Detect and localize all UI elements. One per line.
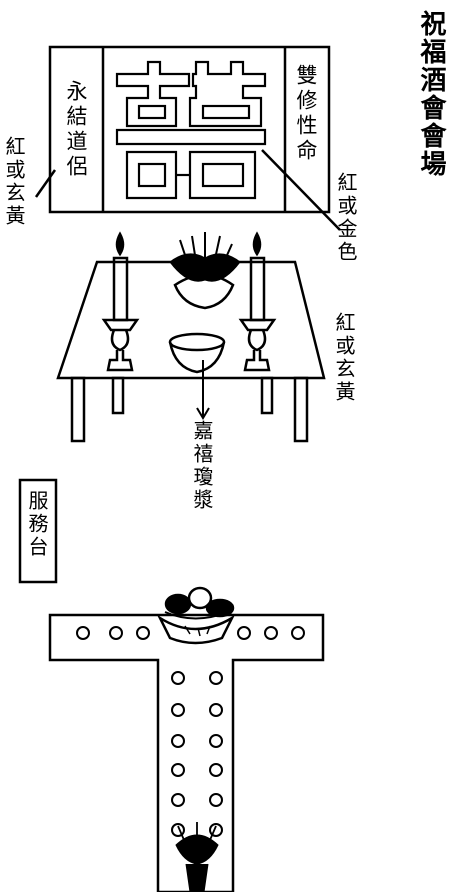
annotation-bowl-label: 嘉禧瓊漿 (190, 420, 214, 512)
seats-stem-columns (171, 671, 223, 837)
table-leg-front-right (293, 376, 309, 443)
seat (171, 734, 185, 748)
t-shaped-table (48, 613, 325, 892)
seat (171, 793, 185, 807)
seat (237, 626, 251, 640)
seat (209, 823, 223, 837)
seat (136, 626, 150, 640)
candle-right (238, 231, 277, 372)
candle-left (101, 231, 140, 372)
annotation-banner-left-color: 紅或玄黃 (2, 136, 26, 228)
t-table-outline (48, 613, 325, 892)
right-couplet: 雙修性命 (294, 64, 318, 164)
double-happiness-symbol (115, 60, 267, 200)
seat (209, 734, 223, 748)
leader-right-banner (261, 149, 341, 231)
seat (209, 671, 223, 685)
annotation-banner-right-color: 紅或金色 (334, 172, 358, 264)
seat (109, 626, 123, 640)
seat (209, 763, 223, 777)
service-counter-label: 服務台 (25, 490, 49, 559)
banner-frame (48, 45, 331, 214)
annotation-table-color: 紅或玄黃 (332, 312, 356, 404)
seat (171, 823, 185, 837)
wine-bowl (168, 332, 226, 420)
page-title: 祝福酒會會場 (416, 10, 446, 178)
altar-table (56, 260, 326, 443)
seat (171, 671, 185, 685)
couplet-banner (48, 45, 331, 214)
seat (209, 793, 223, 807)
table-leg-back-left (111, 376, 125, 415)
service-counter-box (18, 478, 58, 584)
seats-top-row (76, 626, 305, 640)
flower-arrangement (169, 232, 241, 310)
flower-bouquet (175, 822, 219, 892)
seat (264, 626, 278, 640)
table-leg-back-right (260, 376, 274, 415)
seat (76, 626, 90, 640)
table-leg-front-left (70, 376, 86, 443)
seat (171, 703, 185, 717)
seat (209, 703, 223, 717)
leader-left-banner (34, 169, 57, 198)
seat (291, 626, 305, 640)
seat (171, 763, 185, 777)
fruit-basket (156, 586, 236, 645)
left-couplet: 永結道侶 (64, 80, 88, 180)
